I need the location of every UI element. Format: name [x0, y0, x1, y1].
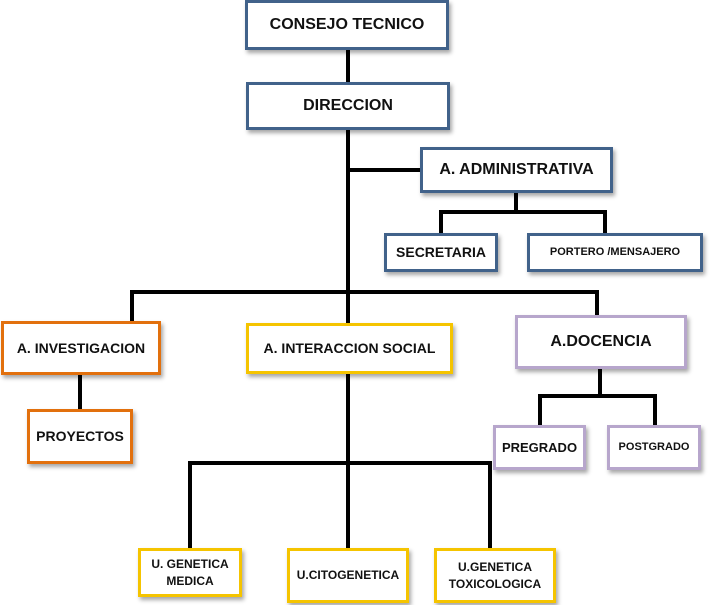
pregrado-node: PREGRADO: [493, 425, 586, 470]
proyectos-node: PROYECTOS: [27, 409, 133, 464]
secretaria-label: SECRETARIA: [396, 244, 486, 261]
citogenetica-node: U.CITOGENETICA: [287, 548, 409, 603]
direccion-label: DIRECCION: [303, 97, 393, 115]
consejo-tecnico-node: CONSEJO TECNICO: [245, 0, 449, 50]
citogenetica-label: U.CITOGENETICA: [296, 568, 400, 583]
genetica-toxicologica-node: U.GENETICA TOXICOLOGICA: [434, 548, 556, 603]
administrativa-label: A. ADMINISTRATIVA: [439, 161, 594, 179]
investigacion-node: A. INVESTIGACION: [1, 321, 161, 375]
docencia-node: A.DOCENCIA: [515, 315, 687, 369]
consejo-tecnico-label: CONSEJO TECNICO: [269, 16, 425, 34]
genetica-medica-label: U. GENETICA MEDICA: [151, 557, 229, 588]
direccion-node: DIRECCION: [246, 82, 450, 130]
investigacion-label: A. INVESTIGACION: [16, 339, 146, 356]
genetica-toxicologica-label: U.GENETICA TOXICOLOGICA: [448, 560, 542, 591]
administrativa-node: A. ADMINISTRATIVA: [420, 147, 613, 193]
postgrado-label: POSTGRADO: [618, 441, 690, 454]
secretaria-node: SECRETARIA: [384, 233, 498, 272]
postgrado-node: POSTGRADO: [607, 425, 701, 470]
genetica-medica-node: U. GENETICA MEDICA: [138, 548, 242, 597]
proyectos-label: PROYECTOS: [36, 428, 124, 445]
interaccion-social-node: A. INTERACCION SOCIAL: [246, 323, 453, 374]
pregrado-label: PREGRADO: [501, 439, 578, 455]
docencia-label: A.DOCENCIA: [550, 333, 652, 351]
portero-mensajero-label: PORTERO /MENSAJERO: [549, 246, 681, 259]
portero-mensajero-node: PORTERO /MENSAJERO: [527, 233, 703, 272]
interaccion-social-label: A. INTERACCION SOCIAL: [263, 340, 436, 357]
